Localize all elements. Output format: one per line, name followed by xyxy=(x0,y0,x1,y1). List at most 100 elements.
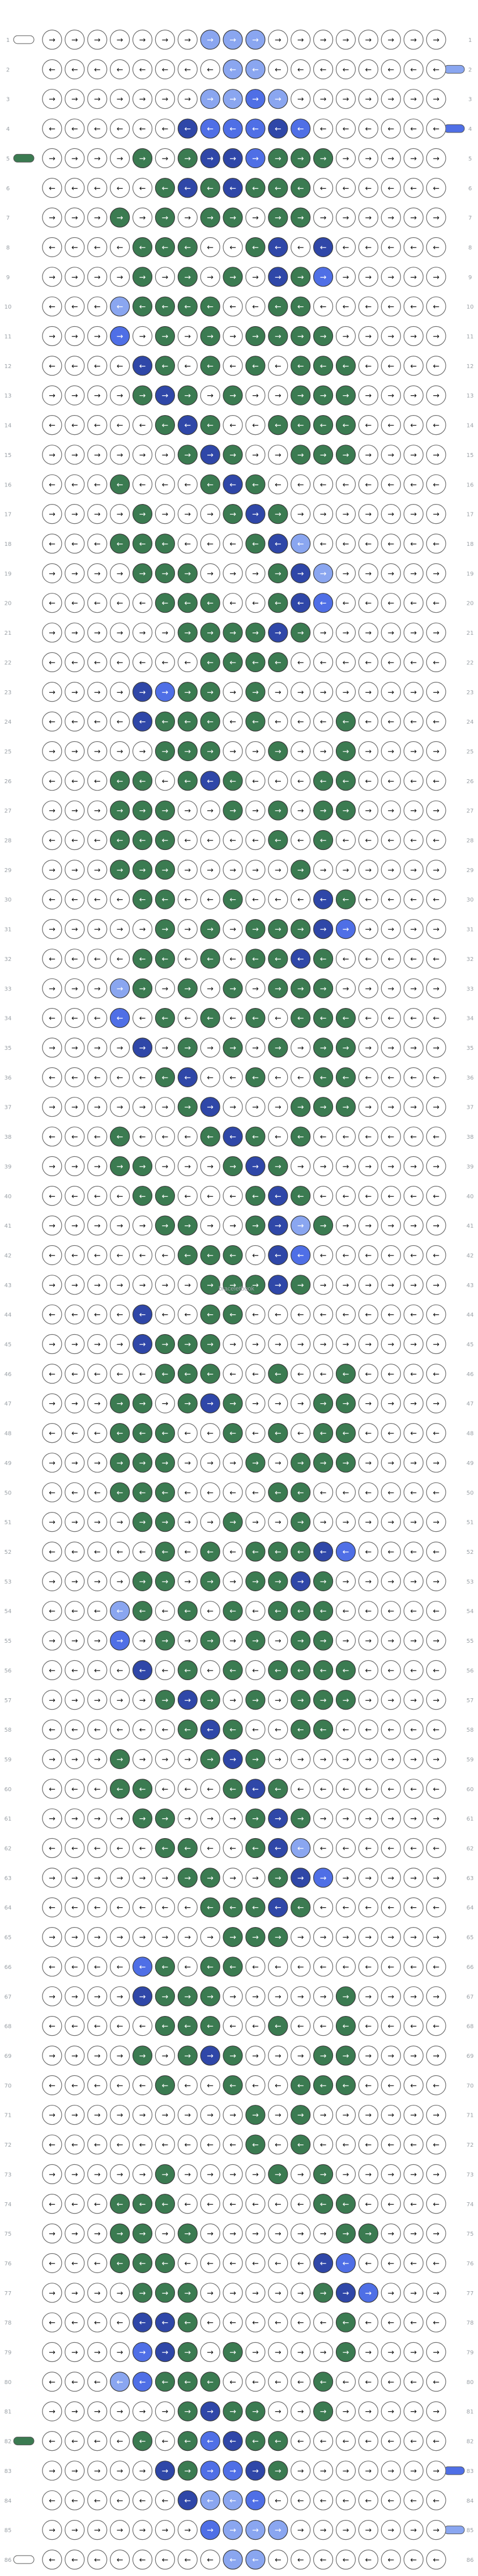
knot[interactable]: → xyxy=(87,2401,108,2421)
knot[interactable]: ← xyxy=(110,1364,130,1384)
knot[interactable]: ← xyxy=(132,1601,153,1621)
knot[interactable]: ← xyxy=(132,1482,153,1502)
knot[interactable]: ← xyxy=(291,1541,311,1562)
knot[interactable]: ← xyxy=(403,949,424,969)
knot[interactable]: → xyxy=(65,2164,85,2185)
knot[interactable]: ← xyxy=(291,949,311,969)
knot[interactable]: → xyxy=(65,2520,85,2540)
knot[interactable]: ← xyxy=(132,652,153,673)
knot[interactable]: → xyxy=(132,29,153,50)
knot[interactable]: → xyxy=(110,1037,130,1058)
knot[interactable]: → xyxy=(245,1512,266,1532)
knot[interactable]: ← xyxy=(155,1245,175,1266)
knot[interactable]: → xyxy=(132,1630,153,1651)
knot[interactable]: ← xyxy=(381,1601,401,1621)
knot[interactable]: → xyxy=(110,2283,130,2303)
knot[interactable]: → xyxy=(42,1749,62,1770)
knot[interactable]: → xyxy=(335,1868,356,1888)
knot[interactable]: → xyxy=(245,1690,266,1710)
knot[interactable]: → xyxy=(177,622,198,643)
knot[interactable]: ← xyxy=(313,1779,334,1799)
knot[interactable]: ← xyxy=(87,1186,108,1206)
knot[interactable]: → xyxy=(381,741,401,762)
knot[interactable]: ← xyxy=(268,415,288,435)
knot[interactable]: ← xyxy=(291,1956,311,1977)
knot[interactable]: ← xyxy=(403,2194,424,2214)
knot[interactable]: ← xyxy=(381,771,401,791)
knot[interactable]: ← xyxy=(155,2372,175,2392)
knot[interactable]: ← xyxy=(223,1008,243,1028)
knot[interactable]: → xyxy=(200,741,220,762)
knot[interactable]: → xyxy=(132,2223,153,2244)
knot[interactable]: ← xyxy=(268,2194,288,2214)
knot[interactable]: → xyxy=(291,1808,311,1829)
knot[interactable]: → xyxy=(155,2164,175,2185)
knot[interactable]: → xyxy=(291,1453,311,1473)
knot[interactable]: → xyxy=(132,1808,153,1829)
knot[interactable]: → xyxy=(42,2223,62,2244)
knot[interactable]: ← xyxy=(268,1779,288,1799)
knot[interactable]: → xyxy=(268,2342,288,2363)
knot[interactable]: ← xyxy=(403,2134,424,2155)
knot[interactable]: → xyxy=(177,1630,198,1651)
knot[interactable]: ← xyxy=(245,1422,266,1443)
knot[interactable]: → xyxy=(426,741,446,762)
knot[interactable]: ← xyxy=(155,59,175,79)
knot[interactable]: ← xyxy=(313,711,334,732)
knot[interactable]: → xyxy=(110,148,130,169)
knot[interactable]: ← xyxy=(155,1838,175,1859)
knot[interactable]: → xyxy=(426,978,446,998)
knot[interactable]: ← xyxy=(245,474,266,494)
knot[interactable]: ← xyxy=(87,474,108,494)
knot[interactable]: → xyxy=(268,504,288,524)
knot[interactable]: → xyxy=(358,1097,378,1117)
knot[interactable]: → xyxy=(291,2460,311,2481)
knot[interactable]: ← xyxy=(358,2372,378,2392)
knot[interactable]: → xyxy=(200,2223,220,2244)
knot[interactable]: ← xyxy=(87,237,108,258)
knot[interactable]: → xyxy=(335,1215,356,1236)
knot[interactable]: → xyxy=(223,2223,243,2244)
knot[interactable]: → xyxy=(65,267,85,287)
knot[interactable]: → xyxy=(268,1393,288,1413)
knot[interactable]: ← xyxy=(155,889,175,909)
knot[interactable]: ← xyxy=(358,1008,378,1028)
knot[interactable]: → xyxy=(65,741,85,762)
knot[interactable]: → xyxy=(291,1097,311,1117)
knot[interactable]: → xyxy=(87,2520,108,2540)
knot[interactable]: ← xyxy=(313,2372,334,2392)
knot[interactable]: → xyxy=(313,622,334,643)
knot[interactable]: → xyxy=(381,2401,401,2421)
knot[interactable]: → xyxy=(335,1512,356,1532)
knot[interactable]: → xyxy=(65,504,85,524)
knot[interactable]: → xyxy=(132,563,153,583)
knot[interactable]: → xyxy=(426,1986,446,2006)
knot[interactable]: ← xyxy=(132,1541,153,1562)
knot[interactable]: ← xyxy=(291,1008,311,1028)
knot[interactable]: ← xyxy=(381,2490,401,2510)
knot[interactable]: ← xyxy=(335,2490,356,2510)
knot[interactable]: → xyxy=(132,2401,153,2421)
knot[interactable]: → xyxy=(65,89,85,109)
knot[interactable]: → xyxy=(110,800,130,821)
knot[interactable]: → xyxy=(335,1037,356,1058)
knot[interactable]: → xyxy=(335,1097,356,1117)
knot[interactable]: ← xyxy=(426,1304,446,1325)
knot[interactable]: → xyxy=(200,2045,220,2066)
knot[interactable]: ← xyxy=(291,2194,311,2214)
knot[interactable]: ← xyxy=(403,1186,424,1206)
knot[interactable]: → xyxy=(268,1749,288,1770)
knot[interactable]: → xyxy=(87,1156,108,1177)
knot[interactable]: → xyxy=(268,1215,288,1236)
knot[interactable]: → xyxy=(177,2460,198,2481)
knot[interactable]: → xyxy=(110,1512,130,1532)
knot[interactable]: → xyxy=(200,800,220,821)
knot[interactable]: → xyxy=(291,2342,311,2363)
knot[interactable]: ← xyxy=(291,1482,311,1502)
knot[interactable]: ← xyxy=(313,237,334,258)
knot[interactable]: → xyxy=(335,682,356,702)
knot[interactable]: ← xyxy=(200,2372,220,2392)
knot[interactable]: ← xyxy=(223,1719,243,1740)
knot[interactable]: → xyxy=(87,2283,108,2303)
knot[interactable]: ← xyxy=(87,2549,108,2570)
